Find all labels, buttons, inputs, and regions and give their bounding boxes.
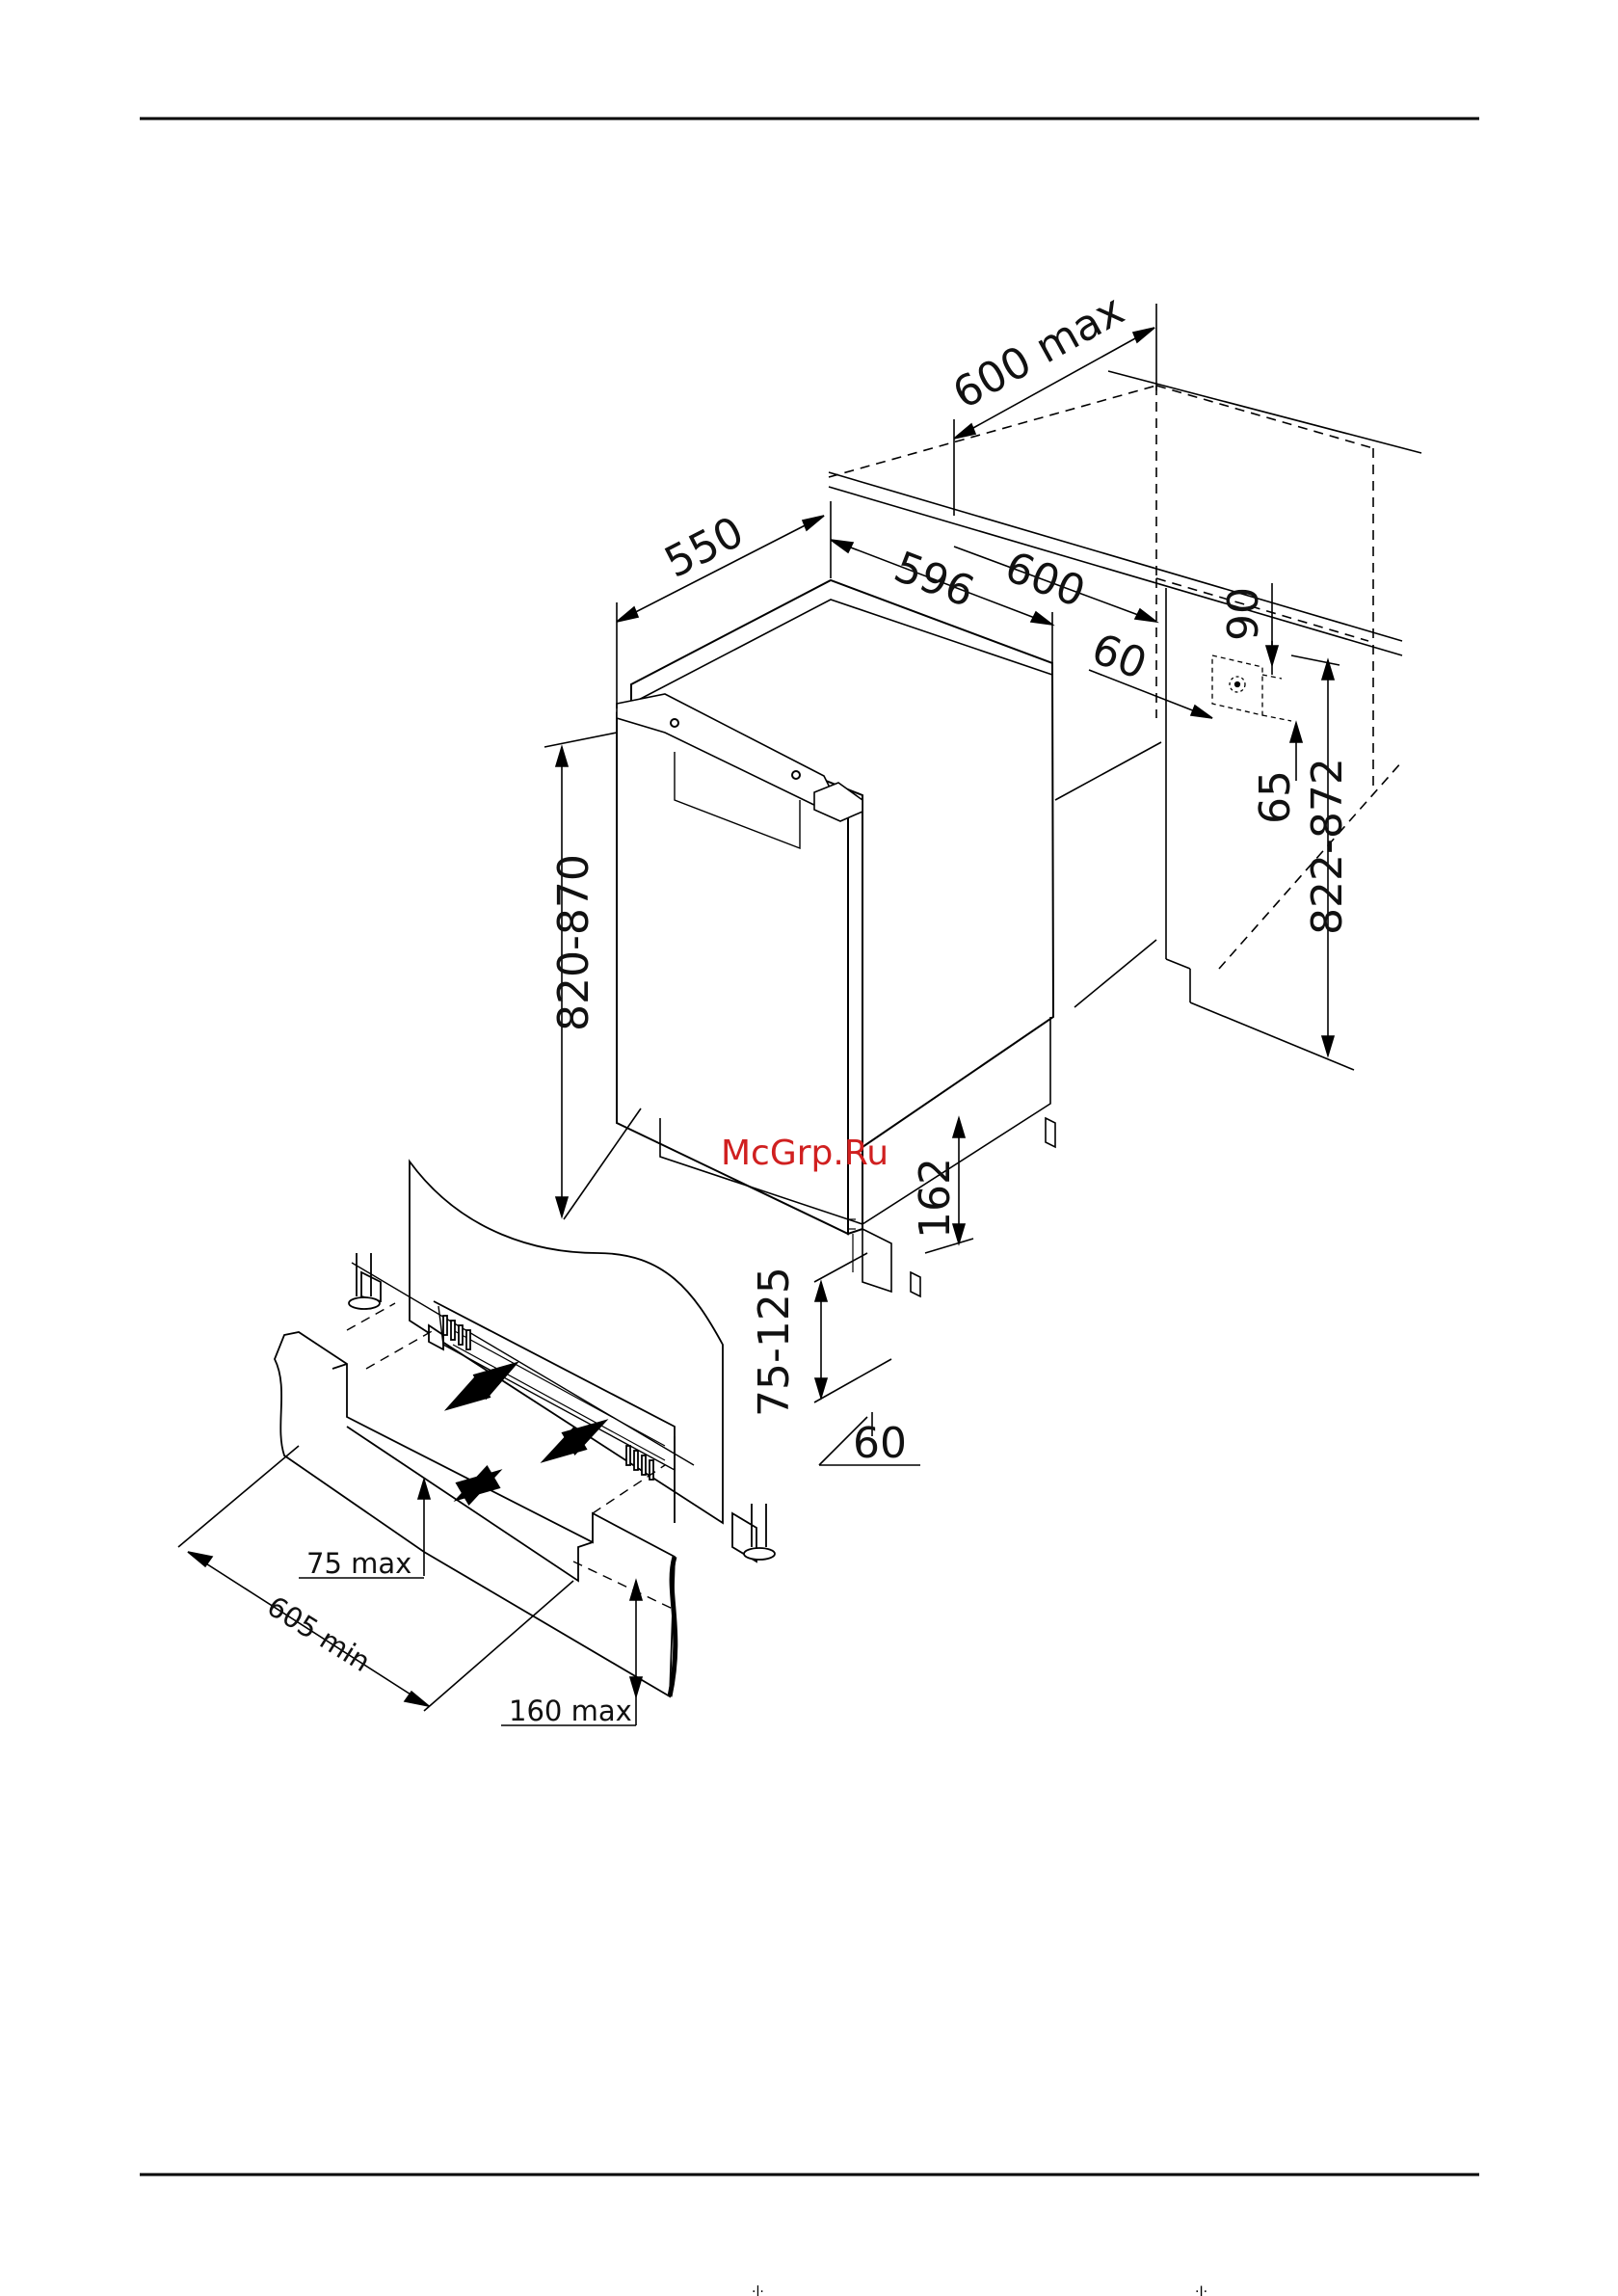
label-90: 90	[1219, 587, 1268, 641]
label-550: 550	[657, 507, 752, 588]
socket-box	[1212, 655, 1291, 721]
label-822-872: 822-872	[1303, 758, 1352, 935]
plinth-detail	[275, 1161, 775, 1696]
label-75-max: 75 max	[306, 1547, 411, 1580]
label-162: 162	[911, 1158, 960, 1239]
label-60-rear: 60	[1085, 625, 1154, 690]
label-60-plinth: 60	[853, 1419, 907, 1468]
appliance-body	[617, 580, 1055, 1296]
label-600: 600	[998, 543, 1092, 618]
footer-fragment-left: ·l·	[752, 2284, 764, 2296]
label-820-870: 820-870	[549, 854, 598, 1031]
label-605-min: 605 min	[261, 1589, 376, 1678]
label-600-max: 600 max	[945, 285, 1132, 419]
watermark: McGrp.Ru	[721, 1134, 889, 1173]
label-160-max: 160 max	[509, 1695, 632, 1727]
label-65: 65	[1251, 770, 1300, 824]
footer-fragment-right: ·I·	[1195, 2284, 1207, 2296]
label-75-125: 75-125	[750, 1267, 799, 1417]
